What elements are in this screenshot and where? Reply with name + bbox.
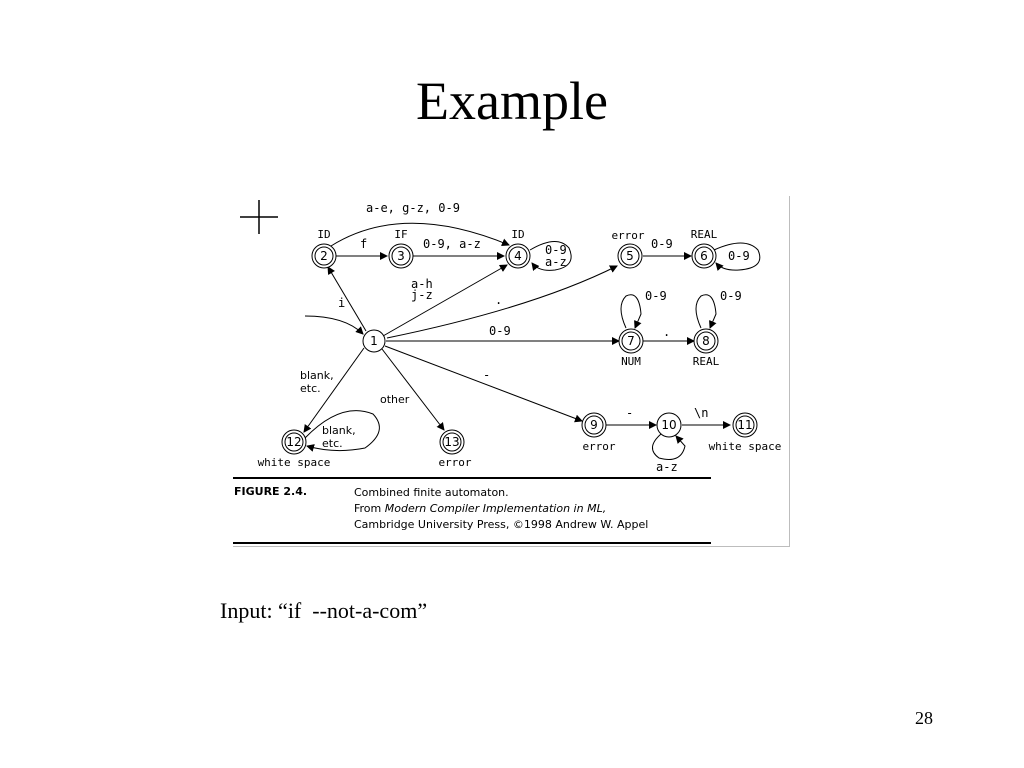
automaton-diagram: 1 2 3 4 5 6 7 8 9 10 11 12 13 ID IF ID e… <box>258 201 782 474</box>
state-10 <box>656 412 682 438</box>
caption-line: From Modern Compiler Implementation in M… <box>354 501 648 517</box>
automaton-figure: 1 2 3 4 5 6 7 8 9 10 11 12 13 ID IF ID e… <box>233 196 790 547</box>
state-tag: IF <box>394 228 407 241</box>
caption-rule-bottom <box>233 542 711 544</box>
edge-label: f <box>360 237 367 251</box>
state-tag: white space <box>709 440 782 453</box>
edge-label: 0-9, a-z <box>423 237 481 251</box>
state-tag: error <box>438 456 471 469</box>
edge-label: a-z <box>656 460 678 474</box>
caption-line: Combined finite automaton. <box>354 486 509 499</box>
figure-caption-label: FIGURE 2.4. <box>234 485 308 498</box>
caption-book-title: Modern Compiler Implementation in ML, <box>384 502 607 515</box>
edge-label: blank, <box>322 424 356 437</box>
edge-10-10 <box>652 433 686 460</box>
edge-label: 0-9 <box>728 249 750 263</box>
edge-1-4 <box>382 264 508 337</box>
state-8 <box>693 328 719 354</box>
state-number: 3 <box>397 249 405 263</box>
edge-1-2 <box>327 266 367 332</box>
edge-1-9 <box>384 345 583 423</box>
edge-label: other <box>380 393 410 406</box>
page-number: 28 <box>915 708 933 728</box>
state-number: 4 <box>514 249 522 263</box>
input-text: Input: “if --not-a-com” <box>220 598 428 623</box>
state-tag: ID <box>511 228 524 241</box>
edge-label: etc. <box>322 437 343 450</box>
edge-label: - <box>626 406 633 420</box>
state-3 <box>388 243 414 269</box>
edge-label: \n <box>694 406 708 420</box>
caption-line: Cambridge University Press, ©1998 Andrew… <box>354 518 649 531</box>
edge-label: a-z <box>545 255 567 269</box>
edge-1-13 <box>381 348 445 431</box>
edge-label: 0-9 <box>489 324 511 338</box>
state-11 <box>732 412 758 438</box>
edge-4-4 <box>529 241 572 271</box>
state-tag: REAL <box>691 228 718 241</box>
edge-label: 0-9 <box>651 237 673 251</box>
state-number: 11 <box>737 418 752 432</box>
state-number: 10 <box>661 418 676 432</box>
edge-label: 0-9 <box>720 289 742 303</box>
edge-label: etc. <box>300 382 321 395</box>
edge-1-12 <box>303 347 365 433</box>
state-7 <box>618 328 644 354</box>
state-number: 5 <box>626 249 634 263</box>
edge-label: j-z <box>411 288 433 302</box>
edge-label: 0-9 <box>545 243 567 257</box>
state-13 <box>439 429 465 455</box>
edge-label: a-e, g-z, 0-9 <box>366 201 460 215</box>
state-tag: ID <box>317 228 330 241</box>
caption-rule-top <box>233 477 711 479</box>
edge-label: - <box>483 368 490 382</box>
state-tag: error <box>582 440 615 453</box>
edge-6-6 <box>713 242 761 271</box>
edge-7-7 <box>620 294 642 329</box>
state-number: 12 <box>286 435 301 449</box>
figure-caption: Combined finite automaton. From Modern C… <box>354 485 648 533</box>
state-5 <box>617 243 643 269</box>
state-number: 7 <box>627 334 635 348</box>
state-9 <box>581 412 607 438</box>
state-number: 13 <box>444 435 459 449</box>
edge-2-4 <box>330 222 510 247</box>
edge-label: . <box>663 325 670 339</box>
edge-label: a-h <box>411 277 433 291</box>
state-tag: REAL <box>693 355 720 368</box>
state-number: 8 <box>702 334 710 348</box>
caption-from: From <box>354 502 385 515</box>
slide-title: Example <box>416 71 608 131</box>
edge-label: 0-9 <box>645 289 667 303</box>
state-number: 1 <box>370 334 378 348</box>
edge-start-1 <box>304 315 364 335</box>
state-number: 6 <box>700 249 708 263</box>
state-4 <box>505 243 531 269</box>
edge-label: . <box>495 293 502 307</box>
state-6 <box>691 243 717 269</box>
crosshair-icon <box>240 200 278 234</box>
state-2 <box>311 243 337 269</box>
edge-1-5 <box>386 265 618 339</box>
state-tag: white space <box>258 456 331 469</box>
state-number: 9 <box>590 418 598 432</box>
state-tag: error <box>611 229 644 242</box>
state-12 <box>281 429 307 455</box>
edge-8-8 <box>695 294 717 329</box>
edge-label: blank, <box>300 369 334 382</box>
state-tag: NUM <box>621 355 641 368</box>
state-1 <box>362 329 386 353</box>
edge-12-12 <box>304 410 380 452</box>
state-number: 2 <box>320 249 328 263</box>
edge-label: i <box>338 296 345 310</box>
